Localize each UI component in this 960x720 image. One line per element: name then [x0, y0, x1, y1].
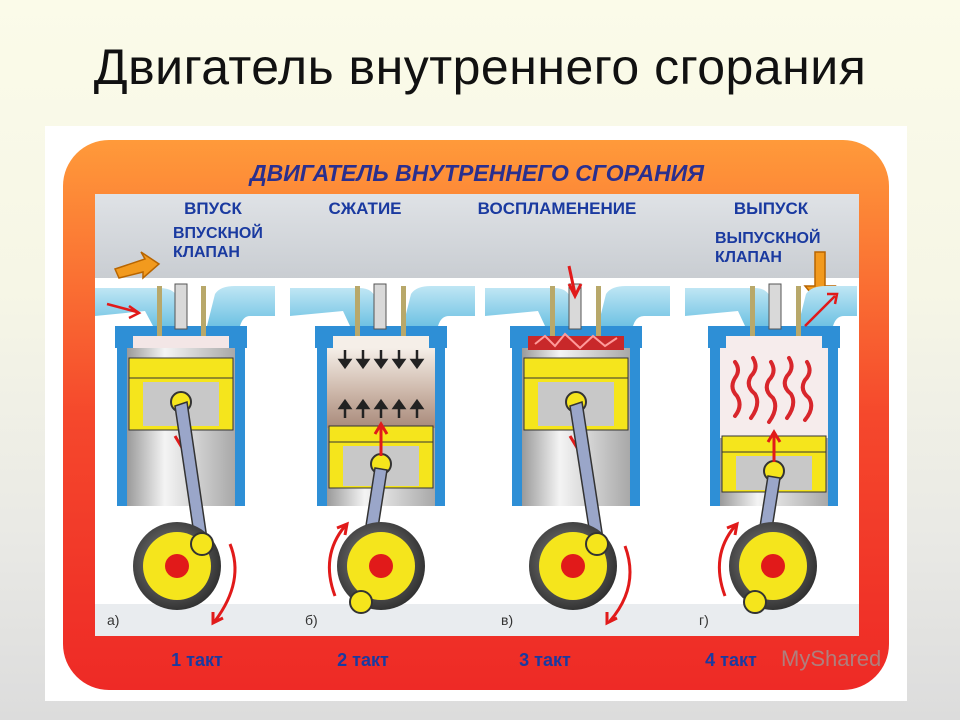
- engine-diagram: ДВИГАТЕЛЬ ВНУТРЕННЕГО СГОРАНИЯ ВПУСК СЖА…: [45, 126, 907, 701]
- piston-ring-band: [128, 357, 234, 379]
- exhaust-valve-stem: [201, 286, 206, 336]
- takt-label-2: 2 такт: [337, 650, 389, 670]
- exhaust-pipe: [207, 286, 275, 326]
- stroke-letter-a: а): [107, 612, 119, 628]
- diagram-bottom-band: [95, 604, 859, 636]
- intake-pipe: [95, 288, 185, 326]
- engine-unit-exhaust: [685, 283, 857, 614]
- exhaust-valve-label-line1: ВЫПУСКНОЙ: [715, 228, 821, 247]
- intake-flow-arrow: [113, 251, 161, 280]
- engine-unit-ignition: [485, 265, 670, 626]
- takt-label-4: 4 такт: [705, 650, 757, 670]
- engine-unit-compression: [290, 283, 475, 614]
- stroke-letter-b: б): [305, 612, 318, 628]
- diagram-top-band: [95, 194, 859, 278]
- slide-title: Двигатель внутреннего сгорания: [93, 39, 867, 95]
- takt-label-1: 1 такт: [171, 650, 223, 670]
- exhaust-valve-label-line2: КЛАПАН: [715, 249, 782, 266]
- stroke-letter-g: г): [699, 612, 709, 628]
- spark-plug: [174, 283, 188, 330]
- takt-label-3: 3 такт: [519, 650, 571, 670]
- stroke-name-ignition: ВОСПЛАМЕНЕНИЕ: [478, 199, 637, 218]
- intake-valve-label-line2: КЛАПАН: [173, 244, 240, 261]
- crank-hub: [165, 554, 189, 578]
- stroke-name-exhaust: ВЫПУСК: [734, 199, 809, 218]
- stroke-name-intake: ВПУСК: [184, 199, 242, 218]
- stroke-name-compression: СЖАТИЕ: [328, 199, 401, 218]
- watermark-logo: MyShared: [781, 646, 881, 671]
- diagram-header: ДВИГАТЕЛЬ ВНУТРЕННЕГО СГОРАНИЯ: [248, 160, 705, 186]
- stroke-letter-v: в): [501, 612, 513, 628]
- intake-valve-label-line1: ВПУСКНОЙ: [173, 223, 263, 242]
- engine-unit-intake: [95, 283, 275, 626]
- intake-valve-stem: [157, 286, 162, 336]
